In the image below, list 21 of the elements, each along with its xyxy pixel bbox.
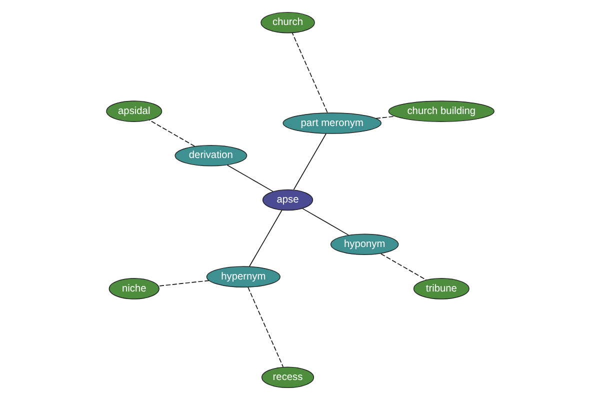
connector bbox=[148, 120, 195, 147]
connector bbox=[380, 253, 426, 280]
connector bbox=[302, 208, 348, 236]
node-ellipse: tribune bbox=[412, 278, 469, 300]
connector bbox=[158, 280, 210, 286]
connector bbox=[248, 210, 282, 267]
node-ellipse: derivation bbox=[174, 145, 247, 166]
connector bbox=[292, 133, 326, 190]
connector bbox=[247, 286, 284, 368]
connector bbox=[375, 116, 395, 119]
node-ellipse: hypernym bbox=[206, 266, 280, 288]
node-ellipse: apse bbox=[262, 189, 313, 211]
node-ellipse: recess bbox=[260, 366, 314, 388]
node-ellipse: part meronym bbox=[282, 112, 381, 134]
node-ellipse: hyponym bbox=[330, 234, 398, 255]
node-ellipse: church bbox=[260, 12, 314, 34]
connector bbox=[226, 164, 273, 192]
node-ellipse: niche bbox=[108, 278, 159, 300]
node-ellipse: church building bbox=[388, 100, 494, 122]
connector bbox=[291, 32, 328, 113]
node-ellipse: apsidal bbox=[106, 100, 162, 122]
